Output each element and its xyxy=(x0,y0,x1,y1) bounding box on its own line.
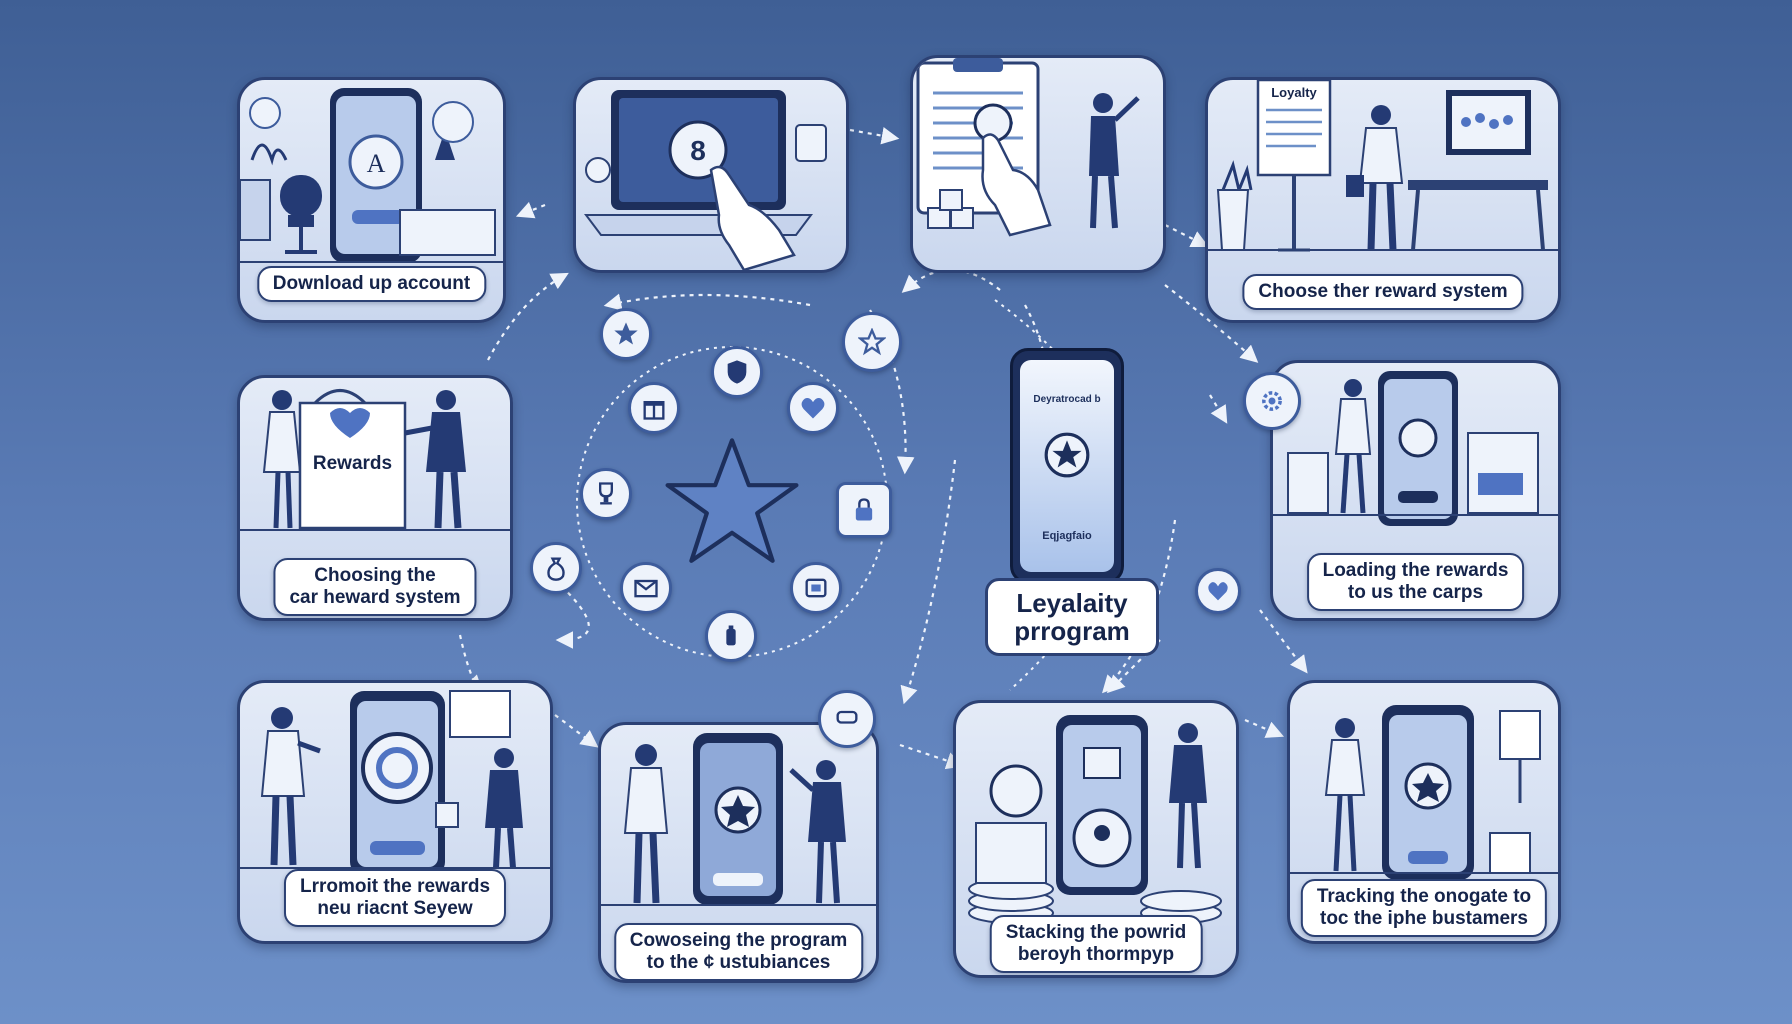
coin-stack-phone-illustration xyxy=(968,715,1222,924)
clipboard-illustration xyxy=(916,58,1140,237)
panel-clipboard-document xyxy=(910,55,1166,273)
rewards-bag-illustration xyxy=(240,389,510,531)
heart-icon xyxy=(787,382,839,434)
panel-caption: Stacking the powrid beroyh thormpyp xyxy=(989,915,1203,973)
panel-stacking-rewards: Stacking the powrid beroyh thormpyp xyxy=(953,700,1239,978)
panel-promote-rewards: Lrromoit the rewards neu riacnt Seyew xyxy=(237,680,553,944)
panel-comparing-program: Cowoseing the program to the ¢ ustubianc… xyxy=(598,722,879,983)
loyalty-program-label: Leyalaity prrogram xyxy=(985,578,1159,656)
panel-caption: Choose ther reward system xyxy=(1242,274,1524,310)
envelope-icon xyxy=(620,562,672,614)
panel-caption: Tracking the onogate to toc the iphe bus… xyxy=(1300,879,1548,937)
cup-icon xyxy=(705,610,757,662)
panel-loading-rewards: Loading the rewards to us the carps xyxy=(1270,360,1561,621)
star-icon xyxy=(600,308,652,360)
panel-caption: Loading the rewards to us the carps xyxy=(1306,553,1525,611)
svg-text:8: 8 xyxy=(690,135,706,166)
laptop-hand-illustration: 8 xyxy=(584,90,827,270)
gift-icon xyxy=(628,382,680,434)
center-phone-screen: Deyratrocad b Eqjagfaio xyxy=(1020,360,1114,572)
svg-text:A: A xyxy=(367,149,386,178)
office-board-illustration xyxy=(1208,80,1558,252)
loyalty-program-title-line2: prrogram xyxy=(1014,616,1130,646)
panel-caption: Lrromoit the rewards neu riacnt Seyew xyxy=(283,869,507,927)
panel-download-account: A Download up account xyxy=(237,77,506,323)
chat-bubble-icon xyxy=(818,690,876,748)
card-icon xyxy=(790,562,842,614)
panel-laptop-tap: 8 xyxy=(573,77,849,273)
loyalty-board-text: Loyalty xyxy=(1271,85,1317,100)
phone-compare-illustration xyxy=(601,733,876,906)
trophy-icon xyxy=(580,468,632,520)
phone-woman-sign-illustration xyxy=(1290,705,1558,880)
panel-caption: Cowoseing the program to the ¢ ustubianc… xyxy=(613,923,864,980)
shield-icon xyxy=(711,346,763,398)
coin-bag-icon xyxy=(530,542,582,594)
lock-icon xyxy=(836,482,892,538)
bag-label: Rewards xyxy=(312,453,393,474)
panel-tracking-customers: Tracking the onogate to toc the iphe bus… xyxy=(1287,680,1561,944)
heart-bubble-icon xyxy=(1195,568,1241,614)
central-star-icon xyxy=(665,438,799,563)
phone-kiosk-illustration xyxy=(1273,371,1558,526)
gear-icon xyxy=(1243,372,1301,430)
badge-icon xyxy=(842,312,902,372)
center-badge-icon xyxy=(1044,432,1090,478)
panel-rewards-bag: Rewards Choosing the car heward system xyxy=(237,375,513,621)
center-phone-heading: Deyratrocad b xyxy=(1033,394,1101,405)
center-phone-footer: Eqjagfaio xyxy=(1042,530,1092,542)
panel-choose-reward-system: Loyalty Choose ther reward system xyxy=(1205,77,1561,323)
phone-two-people-illustration xyxy=(240,690,550,876)
panel-caption: Choosing the car heward system xyxy=(273,558,477,616)
phone-desk-illustration: A xyxy=(240,88,503,263)
panel-caption: Download up account xyxy=(256,266,487,302)
loyalty-program-title-line1: Leyalaity xyxy=(1016,588,1128,618)
center-phone: Deyratrocad b Eqjagfaio xyxy=(1010,348,1124,584)
